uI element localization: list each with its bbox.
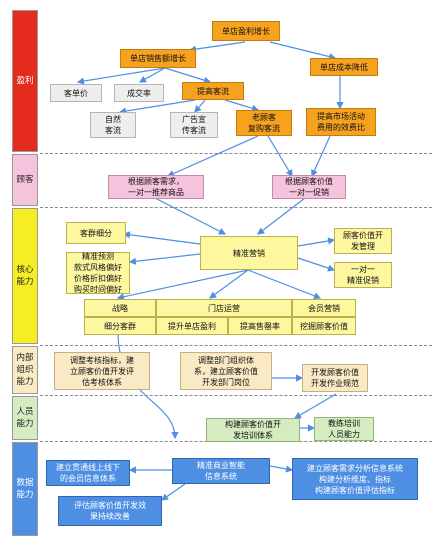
node-bi-system: 精准商业智能 信息系统 <box>172 458 270 484</box>
node-conversion: 成交率 <box>114 84 164 102</box>
node-unit-price: 客单价 <box>50 84 102 102</box>
node-natural-traffic: 自然 客流 <box>90 112 136 138</box>
node-value-mgmt: 顾客价值开 发管理 <box>334 228 392 254</box>
separator-line <box>40 207 432 208</box>
node-adjust-org: 调整部门组织体 系，建立顾客价值 开发部门岗位 <box>180 352 272 390</box>
table-cell-store-profit: 提升单店盈利 <box>156 317 228 335</box>
node-sales-growth: 单店销售额增长 <box>120 49 196 68</box>
table-cell-sellthrough: 提高售罄率 <box>228 317 292 335</box>
table-header-strategy: 战略 <box>84 299 156 317</box>
separator-line <box>40 153 432 154</box>
band-data: 数据 能力 <box>12 442 38 536</box>
table-cell-customer-value: 挖掘顾客价值 <box>292 317 356 335</box>
node-promotion: 根据顾客价值 一对一促销 <box>272 175 346 199</box>
table-header-store-ops: 门店运营 <box>156 299 292 317</box>
node-ad-traffic: 广告宣 传客流 <box>170 112 218 138</box>
band-org: 内部 组织 能力 <box>12 346 38 394</box>
node-cost-down: 单店成本降低 <box>310 58 378 76</box>
table-header-member-marketing: 会员营销 <box>292 299 356 317</box>
table-cell-segment: 细分客群 <box>84 317 156 335</box>
band-people: 人员 能力 <box>12 396 38 440</box>
separator-line <box>40 345 432 346</box>
node-precision-promo: 一对一 精准促销 <box>334 262 392 288</box>
node-dev-norms: 开发顾客价值 开发作业规范 <box>302 364 368 392</box>
node-train-ability: 教练培训 人员能力 <box>314 417 374 441</box>
node-profit-growth: 单店盈利增长 <box>212 21 280 41</box>
band-customer: 顾客 <box>12 154 38 206</box>
node-member-info: 建立贯通线上线下 的会员信息体系 <box>46 460 130 486</box>
node-traffic: 提高客流 <box>182 82 244 100</box>
node-recommend: 根据顾客需求， 一对一推荐商品 <box>108 175 204 199</box>
band-core: 核心 能力 <box>12 208 38 344</box>
band-profit: 盈利 <box>12 10 38 152</box>
node-repeat-traffic: 老顾客 复购客流 <box>236 110 292 136</box>
node-analysis-system: 建立顾客需求分析信息系统 构建分析维度、指标 构建顾客价值评估指标 <box>292 458 418 500</box>
node-training-system: 构建顾客价值开 发培训体系 <box>206 418 300 442</box>
node-segmentation: 客群细分 <box>66 222 126 244</box>
node-predict: 精准预测 款式风格偏好 价格折扣偏好 购买时间偏好 <box>66 252 130 294</box>
node-precision-marketing: 精准营销 <box>200 236 298 270</box>
node-adjust-kpi: 调整考核指标，建 立顾客价值开发评 估考核体系 <box>54 352 150 390</box>
separator-line <box>40 395 432 396</box>
node-eval-effect: 评估顾客价值开发效 果持续改善 <box>58 496 162 526</box>
node-market-efficiency: 提高市场活动 费用的效费比 <box>306 108 376 136</box>
